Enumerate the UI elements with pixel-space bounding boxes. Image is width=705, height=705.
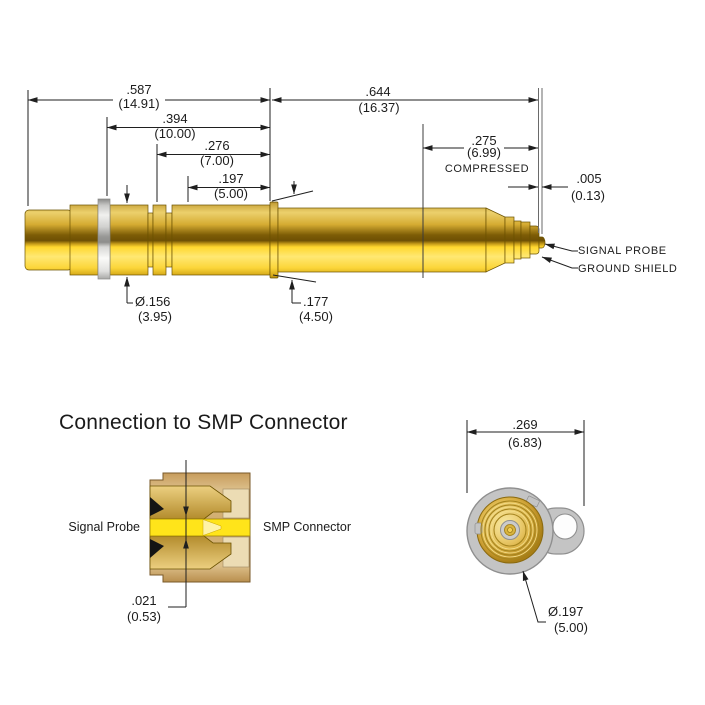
probe-flange [269,201,279,279]
probe-groove-1 [147,212,154,268]
dim-276-mm: (7.00) [200,153,234,168]
probe-body-a [109,204,149,276]
probe-groove-2 [165,212,173,268]
probe-taper [485,207,506,273]
section-hatch-bottom [150,539,164,558]
dim-275-mm: (6.99) [467,145,501,160]
dim-587-mm: (14.91) [118,96,159,111]
probe-step-section [69,204,99,276]
dim-156-in: Ø.156 [135,294,170,309]
end-view: .269 (6.83) Ø.197 (5.00) [466,417,588,635]
connection-view: Connection to SMP Connector Signal Probe… [59,411,351,624]
probe-ring-a [152,204,167,276]
dim-005-mm: (0.13) [571,188,605,203]
label-signal-probe: SIGNAL PROBE [578,245,667,257]
dim-156-mm: (3.95) [138,309,172,324]
label-smp-connector: SMP Connector [263,520,351,534]
probe-tip-step [513,220,522,260]
witness-177-top [271,190,314,202]
dim-197dia-mm: (5.00) [554,620,588,635]
dim-021-in: .021 [131,593,156,608]
probe-body-b [171,204,271,276]
signal-pin [149,518,251,537]
signal-pin-tip [202,519,222,536]
label-signal-probe-section: Signal Probe [68,520,140,534]
dim-275-note: COMPRESSED [445,163,529,175]
leader-signal-probe [544,243,578,252]
dim-394-mm: (10.00) [154,126,195,141]
shield-notch-left [474,522,483,535]
probe-tip-ring-2 [520,221,531,259]
leader-ground-shield [541,256,578,269]
dim-269-in: .269 [512,417,537,432]
probe-socket-bottom [149,535,232,570]
dim-021-mm: (0.53) [127,609,161,624]
dim-197-in: .197 [218,171,243,186]
section-title: Connection to SMP Connector [59,411,348,434]
tab-slot [552,513,578,540]
probe-washer [97,198,111,280]
dim-394-in: .394 [162,111,187,126]
probe-barrel [277,207,487,273]
dim-269-mm: (6.83) [508,435,542,450]
section-hatch-top [150,497,164,516]
dim-197dia-in: Ø.197 [548,604,583,619]
witness-177-bottom [272,274,317,283]
dim-587-in: .587 [126,82,151,97]
probe-side-view [24,198,546,280]
probe-ground-shield-cap [529,225,540,255]
dimension-text: .587 (14.91) .394 (10.00) .276 (7.00) .1… [118,82,677,324]
dimension-lines [27,97,578,304]
probe-endcap [24,209,73,271]
dim-197-mm: (5.00) [214,186,248,201]
probe-tip-ring-1 [504,216,515,264]
dim-275-in: .275 [471,133,496,148]
dim-644-mm: (16.37) [358,100,399,115]
label-ground-shield: GROUND SHIELD [578,263,677,275]
dim-644-in: .644 [365,84,390,99]
contact-rings [480,500,540,560]
dim-276-in: .276 [204,138,229,153]
center-contact-dot [507,527,513,533]
leader-197dia [522,570,546,623]
probe-signal-tip [538,236,546,249]
dim-005-in: .005 [576,171,601,186]
dim-177-mm: (4.50) [299,309,333,324]
dim-177-in: .177 [303,294,328,309]
